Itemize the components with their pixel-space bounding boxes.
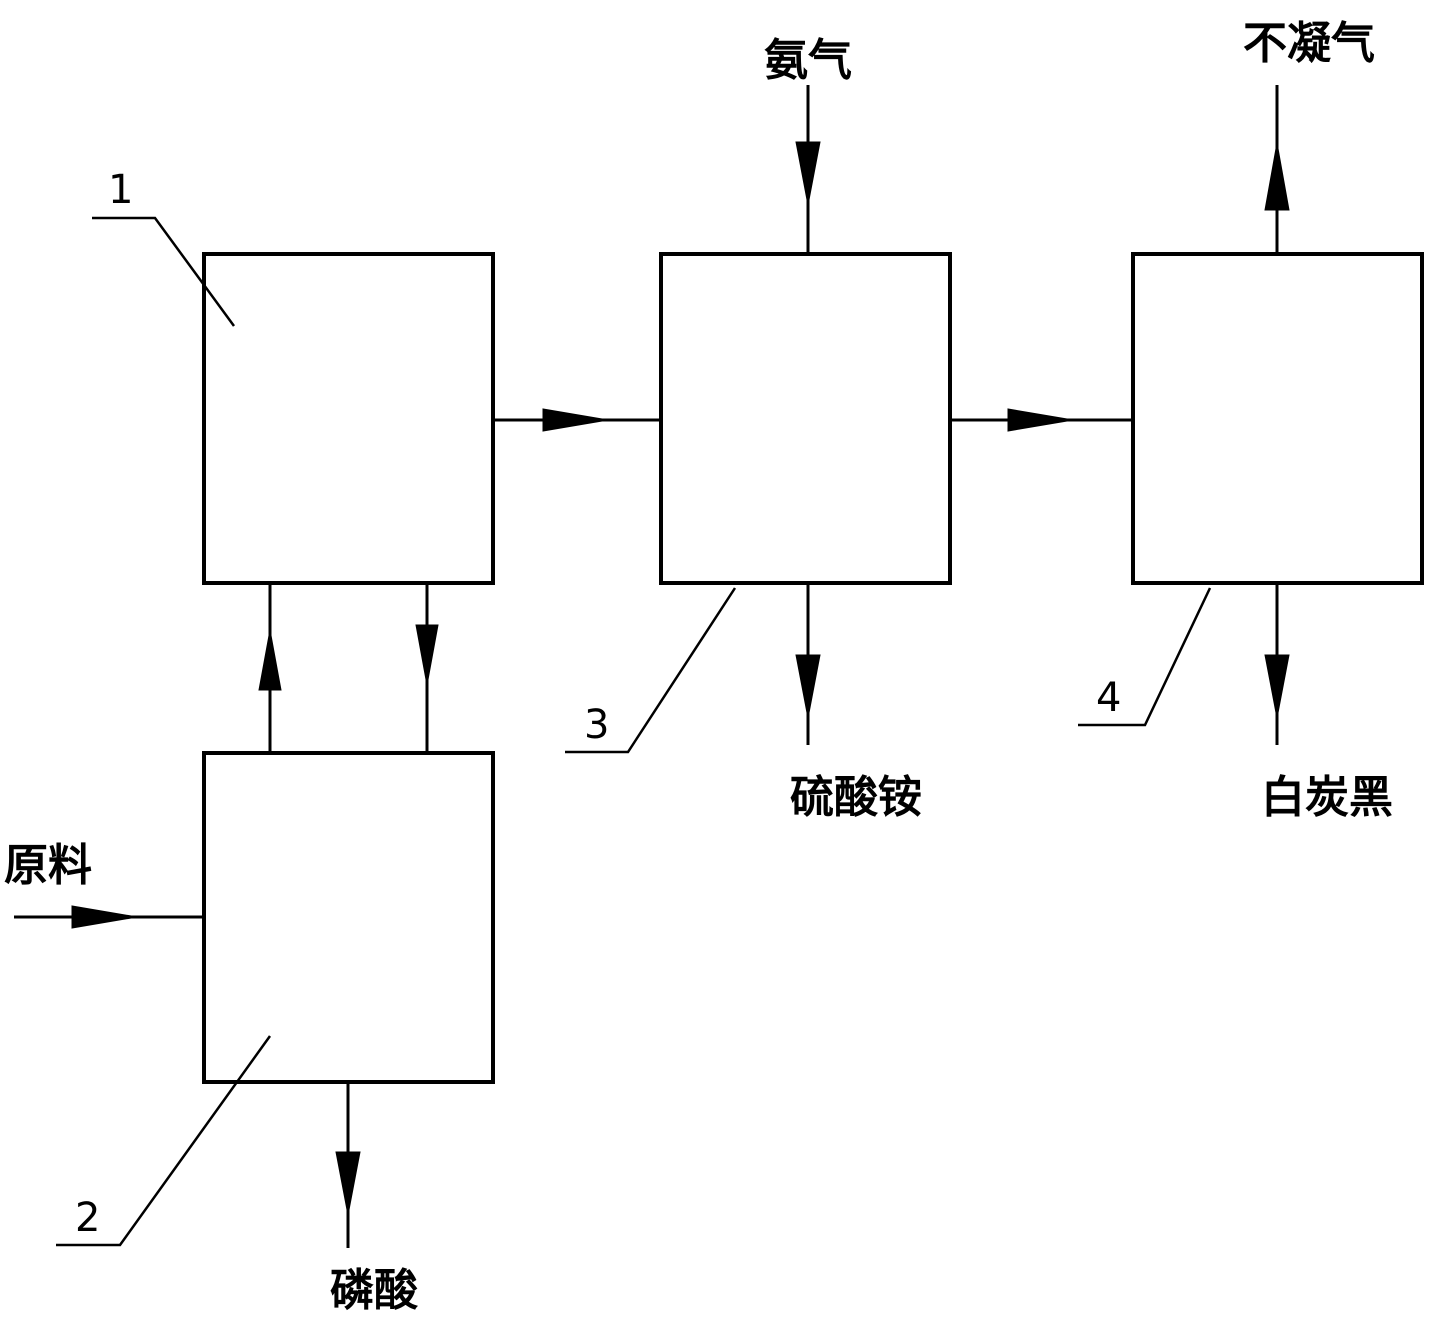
down-arrow-icon <box>795 141 821 206</box>
unit-3-box <box>659 252 952 585</box>
down-arrow-icon <box>1264 654 1290 719</box>
raw-material-label: 原料 <box>4 840 92 891</box>
unit-3-number: 3 <box>584 702 609 748</box>
up-arrow-icon <box>1264 142 1290 211</box>
ammonium-sulfate-label: 硫酸铵 <box>790 772 922 823</box>
up-arrow-icon <box>258 629 282 691</box>
unit-1-box <box>202 252 495 585</box>
unit-4-number: 4 <box>1096 675 1121 721</box>
right-arrow-icon <box>71 905 138 929</box>
white-carbon-black-label: 白炭黑 <box>1261 772 1393 823</box>
unit-1-leader-line <box>92 216 236 327</box>
ammonia-label: 氨气 <box>764 35 852 86</box>
unit-2-box <box>202 751 495 1084</box>
down-arrow-icon <box>795 654 821 719</box>
unit-2-number: 2 <box>75 1195 100 1241</box>
down-arrow-icon <box>335 1151 361 1216</box>
right-arrow-icon <box>1007 408 1074 432</box>
unit-4-box <box>1131 252 1424 585</box>
non-condensable-gas-label: 不凝气 <box>1243 18 1375 69</box>
unit-2-leader-line <box>56 1035 272 1247</box>
right-arrow-icon <box>542 408 609 432</box>
phosphoric-acid-label: 磷酸 <box>330 1265 419 1316</box>
down-arrow-icon <box>415 624 439 686</box>
unit-4-leader-line <box>1078 587 1212 727</box>
unit-3-leader-line <box>565 587 737 754</box>
unit-1-number: 1 <box>108 167 133 213</box>
